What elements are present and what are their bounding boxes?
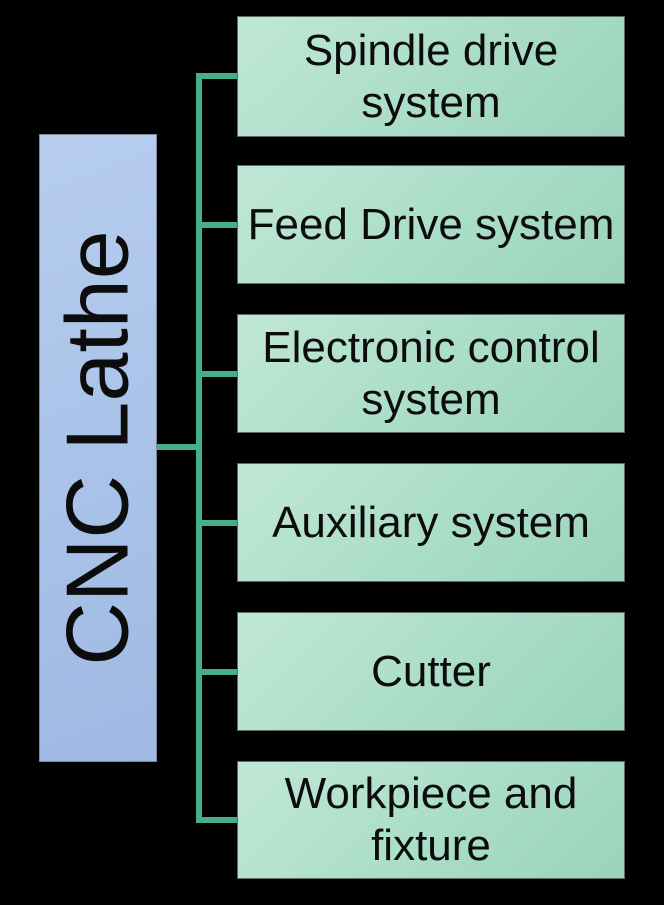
branch-node-auxiliary-system: Auxiliary system — [237, 463, 625, 582]
branch-node-label: Electronic control system — [262, 322, 600, 424]
root-node-label: CNC Lathe — [48, 230, 148, 666]
branch-node-feed-drive-system: Feed Drive system — [237, 165, 625, 284]
connector-stub-spindle-drive — [196, 73, 237, 79]
branch-node-electronic-control-system: Electronic control system — [237, 314, 625, 433]
connector-stub-auxiliary — [196, 520, 237, 526]
connector-stub-cutter — [196, 669, 237, 675]
connector-stub-feed-drive — [196, 222, 237, 228]
branch-node-label: Cutter — [371, 646, 491, 696]
branch-node-label: Workpiece and fixture — [284, 769, 578, 870]
branch-node-label: Spindle drive system — [303, 25, 559, 127]
branch-node-label: Auxiliary system — [272, 497, 590, 547]
branch-node-spindle-drive-system: Spindle drive system — [237, 16, 625, 137]
root-node-cnc-lathe: CNC Lathe — [39, 134, 157, 762]
connector-stub-electronic-control — [196, 371, 237, 377]
branch-node-workpiece-and-fixture: Workpiece and fixture — [237, 761, 625, 879]
connector-root-stub — [155, 444, 200, 450]
branch-node-cutter: Cutter — [237, 612, 625, 731]
branch-node-label: Feed Drive system — [247, 199, 615, 249]
connector-stub-workpiece — [196, 817, 237, 823]
